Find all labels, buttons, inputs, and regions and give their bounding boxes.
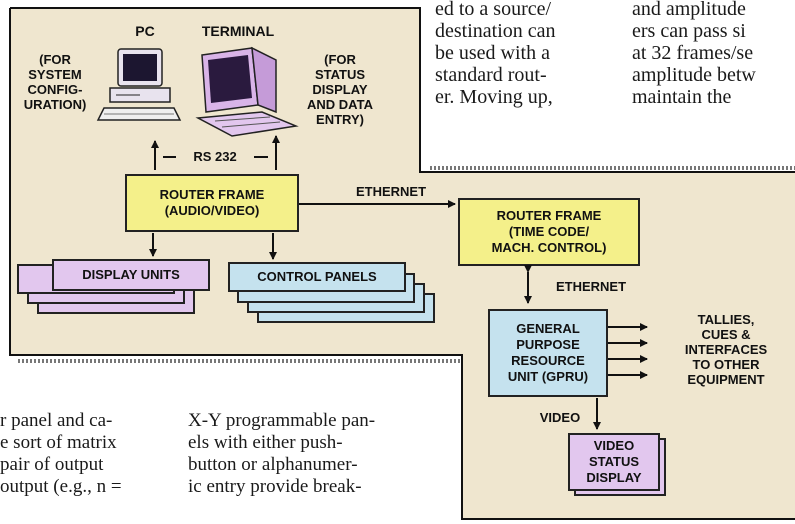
control-panels-box: CONTROL PANELS [228,262,406,292]
note-line: STATUS [314,67,366,82]
note-line: DISPLAY [312,82,368,97]
text-line: ic entry provide break- [188,476,362,497]
terminal-icon [195,46,299,137]
rs232-connector [151,135,280,170]
rs232-label: RS 232 [193,149,237,164]
text-column-top-right-2: and amplitude ers can pass si at 32 fram… [632,0,795,108]
note-line: INTERFACES [684,342,768,357]
note-line: TO OTHER [692,357,760,372]
text-line: output (e.g., n = [0,476,122,497]
note-line: ENTRY) [316,112,364,127]
router-frame-audio-video: ROUTER FRAME (AUDIO/VIDEO) [125,174,299,232]
box-line: DISPLAY [586,470,642,485]
text-line: amplitude betw [632,64,756,86]
pc-icon [96,48,182,121]
ethernet-label-2: ETHERNET [555,279,627,294]
text-column-top-right-1: ed to a source/ destination can be used … [435,0,605,108]
note-line: EQUIPMENT [687,372,765,387]
pc-note: (FOR SYSTEM CONFIG- URATION) [12,52,98,112]
pc-label: PC [135,23,155,39]
text-line: at 32 frames/se [632,42,754,64]
note-line: TALLIES, [697,312,755,327]
video-label: VIDEO [539,410,581,425]
text-column-bottom-left-1: r panel and ca- e sort of matrix pair of… [0,410,175,498]
box-line: ROUTER FRAME [496,208,602,223]
box-line: MACH. CONTROL) [491,240,607,255]
terminal-note: (FOR STATUS DISPLAY AND DATA ENTRY) [300,52,380,127]
box-line: (AUDIO/VIDEO) [164,203,260,218]
display-units-box: DISPLAY UNITS [52,259,210,291]
text-line: X-Y programmable pan- [188,410,376,431]
text-column-bottom-left-2: X-Y programmable pan- els with either pu… [188,410,443,498]
box-line: GENERAL [516,321,580,336]
terminal-label: TERMINAL [201,23,275,39]
text-line: button or alphanumer- [188,454,358,475]
note-line: (FOR [324,52,356,67]
dotted-shadow-bottom [18,359,462,363]
box-line: VIDEO [593,438,635,453]
text-line: destination can [435,20,556,42]
note-line: CUES & [701,327,751,342]
box-line: (TIME CODE/ [508,224,590,239]
text-line: els with either push- [188,432,343,453]
text-line: e sort of matrix [0,432,117,453]
gpru-box: GENERAL PURPOSE RESOURCE UNIT (GPRU) [488,309,608,397]
note-line: (FOR [39,52,71,67]
note-line: SYSTEM [28,67,82,82]
text-line: and amplitude [632,0,746,20]
outputs-note: TALLIES, CUES & INTERFACES TO OTHER EQUI… [660,312,792,387]
text-line: maintain the [632,86,732,108]
video-status-display: VIDEO STATUS DISPLAY [568,433,660,491]
ethernet-label-1: ETHERNET [355,184,427,199]
box-line: UNIT (GPRU) [507,369,589,384]
box-line: STATUS [588,454,640,469]
note-line: URATION) [23,97,87,112]
router-frame-time-code: ROUTER FRAME (TIME CODE/ MACH. CONTROL) [458,198,640,266]
box-line: ROUTER FRAME [159,187,265,202]
text-line: ers can pass si [632,20,746,42]
text-line: ed to a source/ [435,0,552,20]
text-line: er. Moving up, [435,86,553,108]
text-line: pair of output [0,454,104,475]
text-line: r panel and ca- [0,410,113,431]
note-line: AND DATA [307,97,373,112]
box-line: RESOURCE [511,353,585,368]
text-line: standard rout- [435,64,547,86]
dotted-shadow-top [430,166,795,170]
box-line: PURPOSE [516,337,580,352]
gpru-output-arrows [608,323,648,379]
text-line: be used with a [435,42,550,64]
note-line: CONFIG- [27,82,83,97]
